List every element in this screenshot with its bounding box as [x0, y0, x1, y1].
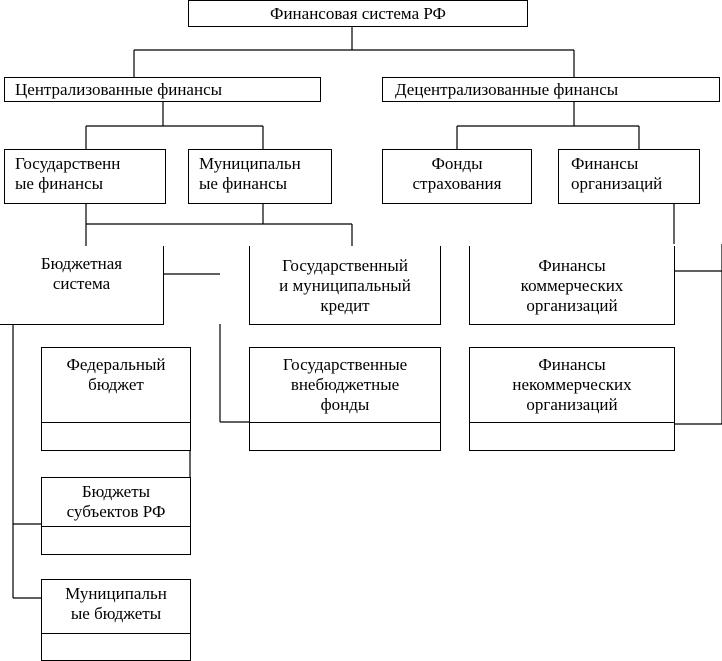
federal-budget-label: Федеральный бюджет [66, 355, 166, 394]
root-label: Финансовая система РФ [270, 4, 446, 23]
offbudget-funds-label: Государственные внебюджетные фонды [282, 355, 408, 414]
noncommercial-org-divider [470, 422, 674, 423]
root-node: Финансовая система РФ [188, 0, 528, 27]
noncommercial-org-label: Финансы некоммерческих организаций [512, 355, 632, 414]
commercial-org-label: Финансы коммерческих организаций [520, 256, 624, 315]
insurance-funds-node: Фонды страхования [382, 149, 532, 204]
org-finance-label: Финансы организаций [571, 154, 663, 193]
municipal-finance-node: Муниципальн ые финансы [188, 149, 332, 204]
noncommercial-org-node: Финансы некоммерческих организаций [469, 347, 675, 451]
municipal-budgets-label: Муниципальн ые бюджеты [65, 584, 167, 623]
insurance-funds-label: Фонды страхования [412, 154, 502, 193]
budget-system-label: Бюджетная система [40, 254, 123, 293]
state-credit-label: Государственный и муниципальный кредит [279, 256, 411, 315]
centralized-node: Централизованные финансы [4, 77, 321, 102]
commercial-org-node: Финансы коммерческих организаций [469, 246, 675, 325]
offbudget-funds-divider [250, 422, 440, 423]
decentralized-node: Децентрализованные финансы [382, 77, 720, 102]
federal-budget-node: Федеральный бюджет [41, 347, 191, 451]
subject-budgets-divider [42, 526, 190, 527]
budget-system-node: Бюджетная система [0, 246, 164, 325]
federal-budget-divider [42, 422, 190, 423]
org-finance-node: Финансы организаций [558, 149, 700, 204]
state-finance-node: Государственн ые финансы [4, 149, 166, 204]
subject-budgets-label: Бюджеты субъектов РФ [66, 482, 166, 521]
state-finance-label: Государственн ые финансы [15, 154, 121, 193]
decentralized-label: Децентрализованные финансы [395, 80, 619, 99]
municipal-budgets-divider [42, 633, 190, 634]
municipal-finance-label: Муниципальн ые финансы [199, 154, 301, 193]
offbudget-funds-node: Государственные внебюджетные фонды [249, 347, 441, 451]
subject-budgets-node: Бюджеты субъектов РФ [41, 477, 191, 555]
state-credit-node: Государственный и муниципальный кредит [249, 246, 441, 325]
centralized-label: Централизованные финансы [15, 80, 223, 99]
municipal-budgets-node: Муниципальн ые бюджеты [41, 579, 191, 661]
